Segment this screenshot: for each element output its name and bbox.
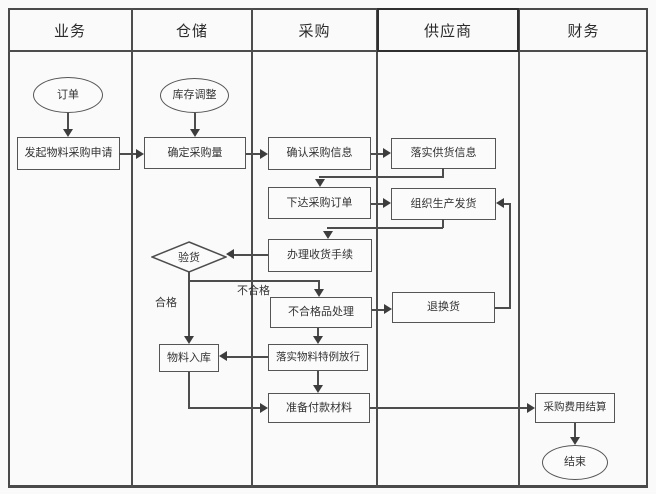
node-initiate-purchase-request: 发起物料采购申请 xyxy=(17,137,120,170)
node-special-release: 落实物料特例放行 xyxy=(268,344,368,371)
lane-header-business: 业务 xyxy=(53,22,86,40)
edge-ship-down xyxy=(442,219,444,228)
arrow-unqualified-to-nonconforming xyxy=(314,289,324,297)
lane-header-procurement: 采购 xyxy=(298,22,331,40)
edge-order-to-initiate xyxy=(67,113,69,130)
edge-receive-to-inspect xyxy=(233,254,268,256)
arrow-warehouse-to-payment xyxy=(260,403,268,413)
lane-header-finance: 财务 xyxy=(567,22,600,40)
node-expense-settlement: 采购费用结算 xyxy=(535,393,615,423)
node-return-exchange: 退换货 xyxy=(392,292,495,323)
edge-confirm-to-supplyinfo xyxy=(371,153,385,155)
edge-inspect-unqualified-v xyxy=(318,280,320,290)
lane-divider-1 xyxy=(131,8,133,488)
node-inspect-decision: 验货 xyxy=(150,241,228,273)
edge-settle-to-end xyxy=(574,423,576,438)
arrow-nonconforming-to-release xyxy=(313,336,323,344)
arrow-initiate-to-qty xyxy=(136,149,144,159)
label-qualified: 合格 xyxy=(155,297,177,309)
edge-nonconforming-to-return xyxy=(372,309,385,311)
arrow-receive-to-inspect xyxy=(226,249,234,259)
arrow-order-to-initiate xyxy=(63,129,73,137)
inspect-label: 验货 xyxy=(178,252,200,264)
edge-release-to-warehouse xyxy=(227,356,268,358)
arrow-return-to-ship xyxy=(496,198,504,208)
edge-supplyinfo-to-po xyxy=(319,176,443,178)
arrow-release-to-payment xyxy=(313,385,323,393)
arrow-po-to-ship xyxy=(383,198,391,208)
node-order-start: 订单 xyxy=(33,77,103,113)
edge-warehouse-to-payment xyxy=(188,407,260,409)
arrow-payment-to-settle xyxy=(527,403,535,413)
node-end: 结束 xyxy=(542,445,608,480)
lane-header-supplier: 供应商 xyxy=(377,8,519,52)
edge-return-to-ship xyxy=(503,203,511,205)
node-confirm-purchase-info: 确认采购信息 xyxy=(268,137,371,170)
node-implement-supply-info: 落实供货信息 xyxy=(391,138,496,169)
arrow-supplyinfo-to-po xyxy=(315,179,325,187)
edge-qty-to-confirm xyxy=(246,153,262,155)
arrow-nonconforming-to-return xyxy=(384,304,392,314)
node-handle-receiving: 办理收货手续 xyxy=(268,239,372,272)
edge-po-to-ship xyxy=(371,203,385,205)
node-material-into-warehouse: 物料入库 xyxy=(159,344,219,372)
edge-return-up xyxy=(509,203,511,308)
edge-inspect-qualified xyxy=(188,272,190,337)
lane-header-warehouse: 仓储 xyxy=(175,22,208,40)
arrow-release-to-warehouse xyxy=(219,351,227,361)
lane-divider-3 xyxy=(376,8,378,488)
lane-divider-4 xyxy=(518,8,520,488)
edge-return-right xyxy=(495,307,511,309)
edge-inventory-to-qty xyxy=(194,113,196,130)
edge-supplyinfo-down xyxy=(442,168,444,178)
node-nonconforming-handling: 不合格品处理 xyxy=(270,297,372,328)
arrow-settle-to-end xyxy=(570,437,580,445)
edge-payment-to-settle xyxy=(370,407,528,409)
node-issue-purchase-order: 下达采购订单 xyxy=(268,187,371,219)
label-unqualified: 不合格 xyxy=(237,285,270,297)
edge-release-to-payment xyxy=(317,371,319,386)
arrow-inventory-to-qty xyxy=(190,129,200,137)
edge-warehouse-down xyxy=(188,372,190,408)
node-inventory-adjust-start: 库存调整 xyxy=(160,78,229,113)
edge-ship-to-receive xyxy=(327,227,443,229)
edge-inspect-unqualified-h xyxy=(188,280,320,282)
node-organize-production-shipment: 组织生产发货 xyxy=(391,188,496,220)
node-prepare-payment-materials: 准备付款材料 xyxy=(268,393,370,423)
node-determine-purchase-qty: 确定采购量 xyxy=(144,137,246,169)
arrow-ship-to-receive xyxy=(323,231,333,239)
arrow-inspect-to-warehouse xyxy=(184,336,194,344)
edge-initiate-to-qty xyxy=(119,153,137,155)
lane-divider-2 xyxy=(251,8,253,488)
arrow-qty-to-confirm xyxy=(260,149,268,159)
header-divider xyxy=(8,50,648,52)
edge-nonconforming-to-release xyxy=(317,328,319,337)
arrow-confirm-to-supplyinfo xyxy=(383,148,391,158)
